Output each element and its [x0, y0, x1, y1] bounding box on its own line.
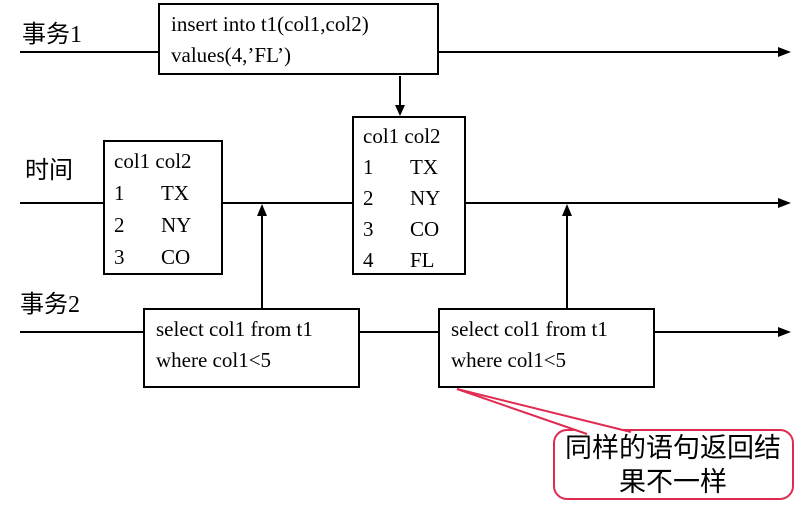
callout-bubble — [456, 388, 794, 500]
select2-line2: where col1<5 — [451, 348, 567, 372]
insert-statement-box: insert into t1(col1,col2) values(4,’FL’) — [158, 3, 439, 75]
select2-line1: select col1 from t1 — [451, 317, 608, 341]
table-before-header: col1 col2 — [114, 149, 192, 173]
callout-note-line2: 果不一样 — [619, 466, 727, 497]
select2-up-arrow — [562, 204, 572, 308]
callout-note: 同样的语句返回结 果不一样 — [553, 430, 793, 499]
select-statement-box-1: select col1 from t1 where col1<5 — [143, 308, 360, 388]
lane-label-txn1: 事务1 — [22, 22, 82, 48]
insert-statement-line1: insert into t1(col1,col2) — [171, 12, 369, 36]
table-after-header: col1 col2 — [363, 124, 441, 148]
callout-note-line1: 同样的语句返回结 — [565, 432, 781, 463]
select1-up-arrow — [257, 204, 267, 308]
select-statement-box-2: select col1 from t1 where col1<5 — [438, 308, 655, 388]
select1-line2: where col1<5 — [156, 348, 272, 372]
insert-down-arrow — [395, 76, 405, 116]
lane-label-txn2: 事务2 — [20, 292, 80, 318]
lane-label-time: 时间 — [25, 158, 73, 184]
select1-line1: select col1 from t1 — [156, 317, 313, 341]
insert-statement-line2: values(4,’FL’) — [171, 43, 291, 67]
